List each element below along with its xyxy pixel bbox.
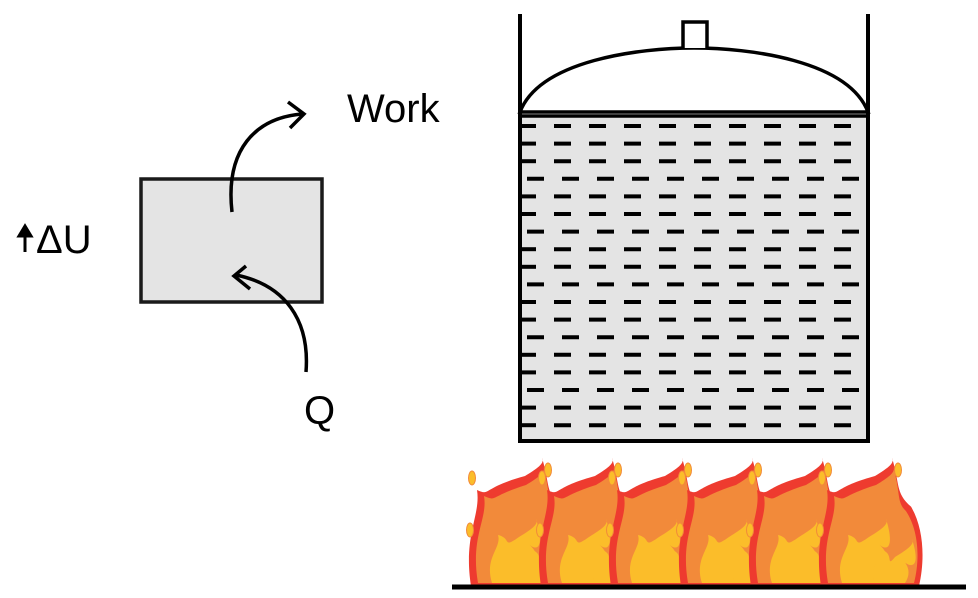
spark <box>754 462 762 478</box>
piston-dome <box>517 46 871 114</box>
liquid-dashes <box>520 124 859 428</box>
spark <box>818 470 826 486</box>
spark <box>678 470 686 486</box>
spark <box>608 470 616 486</box>
spark <box>536 522 544 538</box>
heat-arrow <box>235 273 309 373</box>
spark <box>468 470 476 486</box>
spark <box>606 522 614 538</box>
spark <box>894 462 902 478</box>
work-label: Work <box>347 87 441 131</box>
heat-label: Q <box>304 389 335 433</box>
spark <box>544 462 552 478</box>
spark <box>614 462 622 478</box>
liquid <box>520 117 868 442</box>
flame-inner <box>872 539 916 583</box>
piston-nozzle <box>681 20 709 48</box>
spark <box>538 470 546 486</box>
internal-energy-label: ΔU <box>36 218 92 262</box>
spark <box>748 470 756 486</box>
spark <box>824 462 832 478</box>
work-arrowhead-icon <box>286 100 307 130</box>
fire <box>466 458 923 586</box>
spark <box>816 522 824 538</box>
spark <box>684 462 692 478</box>
up-arrow-icon <box>16 223 34 252</box>
spark <box>466 522 474 538</box>
spark <box>676 522 684 538</box>
heat-arrowhead-icon <box>231 264 252 291</box>
work-arrow <box>229 112 303 213</box>
spark <box>746 522 754 538</box>
